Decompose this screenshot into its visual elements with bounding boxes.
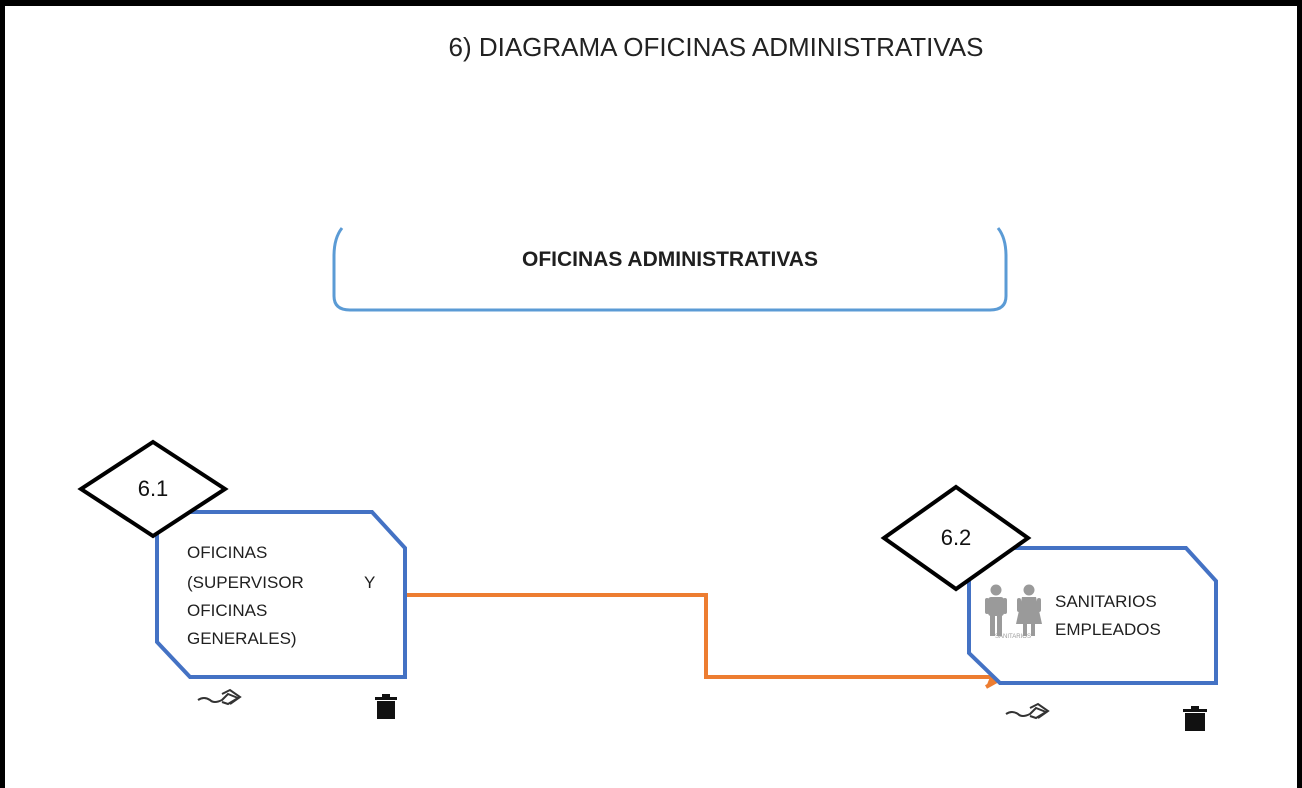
hand-pointer-icon[interactable] [1005, 702, 1050, 720]
node-6-1-box[interactable] [155, 510, 407, 679]
restroom-icon-caption: SANITARIOS [995, 634, 1031, 640]
trash-icon[interactable] [375, 694, 397, 719]
node-6-1-badge[interactable] [77, 439, 229, 539]
node-6-1-line-4: GENERALES) [187, 629, 297, 648]
node-6-1-line-2b: Y [364, 573, 376, 592]
main-box-label: OFICINAS ADMINISTRATIVAS [522, 248, 818, 271]
node-6-1-badge-label: 6.1 [137, 476, 169, 501]
node-6-2-badge-label: 6.2 [940, 525, 972, 550]
page-title: 6) DIAGRAMA OFICINAS ADMINISTRATIVAS [448, 32, 984, 62]
node-6-2-line-1: SANITARIOS [1055, 592, 1157, 611]
hand-pointer-icon[interactable] [197, 688, 242, 706]
main-box-outline[interactable] [332, 227, 1008, 312]
node-6-2-box[interactable] [967, 546, 1218, 685]
node-6-1-line-1: OFICINAS [187, 543, 268, 562]
node-6-2-line-2: EMPLEADOS [1055, 620, 1161, 639]
restroom-icon [985, 584, 1042, 636]
node-6-1-line-2: (SUPERVISOR [187, 573, 304, 592]
node-6-2-badge[interactable] [880, 484, 1032, 592]
connector-line [405, 593, 990, 679]
trash-icon[interactable] [1183, 706, 1207, 731]
node-6-1-line-3: OFICINAS [187, 601, 268, 620]
